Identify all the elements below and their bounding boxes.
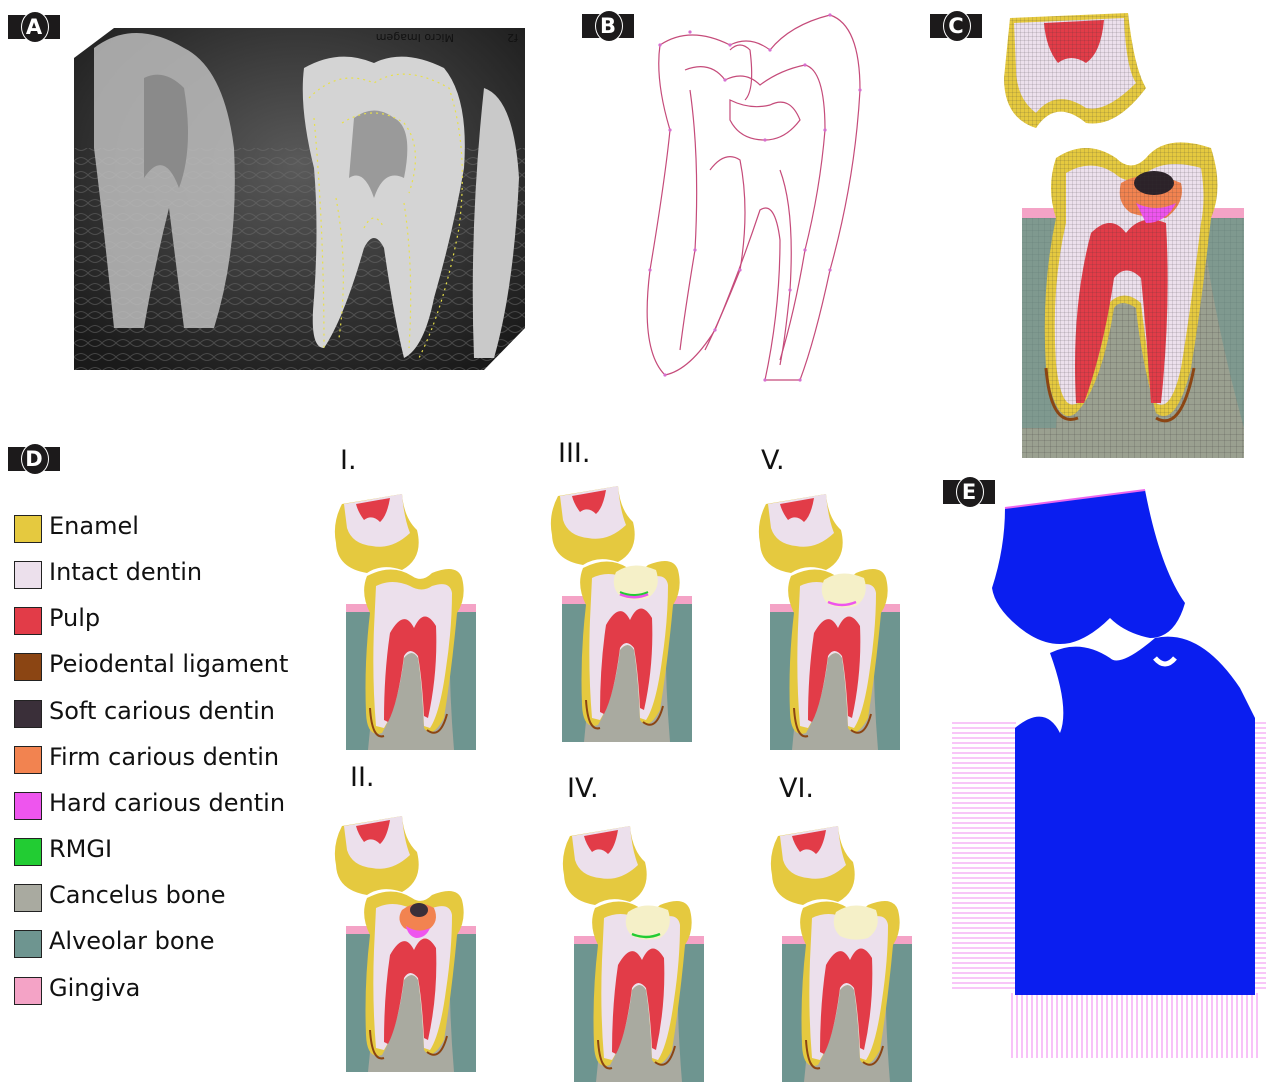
panel-b-letter: B — [582, 10, 634, 42]
panel-b-outline — [630, 10, 880, 390]
panel-c-mesh — [996, 8, 1248, 460]
stage-label: III. — [558, 438, 590, 469]
legend-swatch — [14, 884, 42, 912]
legend-label: Peiodental ligament — [49, 650, 288, 678]
legend-swatch — [14, 607, 42, 635]
panel-d-tag: D — [8, 443, 60, 475]
legend-swatch — [14, 746, 42, 774]
legend-label: Pulp — [49, 604, 100, 632]
panel-e-letter: E — [943, 476, 995, 508]
panel-c-tag: C — [930, 10, 982, 42]
legend-label: Soft carious dentin — [49, 697, 275, 725]
panel-c-letter: C — [930, 10, 982, 42]
legend-label: Firm carious dentin — [49, 743, 279, 771]
xray-imprint-code: f2 — [507, 31, 518, 44]
stage-label: IV. — [567, 773, 599, 804]
xray-imprint-text: Micro Imagem — [376, 31, 454, 44]
legend-swatch — [14, 930, 42, 958]
legend-swatch — [14, 792, 42, 820]
legend-label: Gingiva — [49, 974, 140, 1002]
legend-swatch — [14, 561, 42, 589]
stage-tooth-diagram — [332, 478, 482, 753]
panel-b-tag: B — [582, 10, 634, 42]
legend-swatch — [14, 653, 42, 681]
stage-label: V. — [761, 445, 785, 476]
stage-tooth-diagram — [756, 478, 906, 753]
legend-label: RMGI — [49, 835, 112, 863]
legend-swatch — [14, 515, 42, 543]
stage-tooth-diagram — [560, 810, 710, 1085]
legend-swatch — [14, 700, 42, 728]
stage-label: VI. — [779, 773, 814, 804]
legend-swatch — [14, 838, 42, 866]
stage-label: I. — [340, 445, 357, 476]
panel-e-boundary-model — [950, 488, 1268, 1060]
legend-swatch — [14, 977, 42, 1005]
panel-d-letter: D — [8, 443, 60, 475]
legend-label: Intact dentin — [49, 558, 202, 586]
legend-label: Enamel — [49, 512, 139, 540]
legend-label: Cancelus bone — [49, 881, 226, 909]
legend-label: Hard carious dentin — [49, 789, 285, 817]
panel-a-letter: A — [8, 11, 60, 43]
legend-label: Alveolar bone — [49, 927, 215, 955]
panel-a-tag: A — [8, 11, 60, 43]
panel-e-tag: E — [943, 476, 995, 508]
stage-tooth-diagram — [548, 470, 698, 745]
stage-label: II. — [350, 762, 375, 793]
stage-tooth-diagram — [768, 810, 918, 1085]
panel-a-radiograph: Micro Imagem f2 — [74, 28, 525, 370]
stage-tooth-diagram — [332, 800, 482, 1075]
